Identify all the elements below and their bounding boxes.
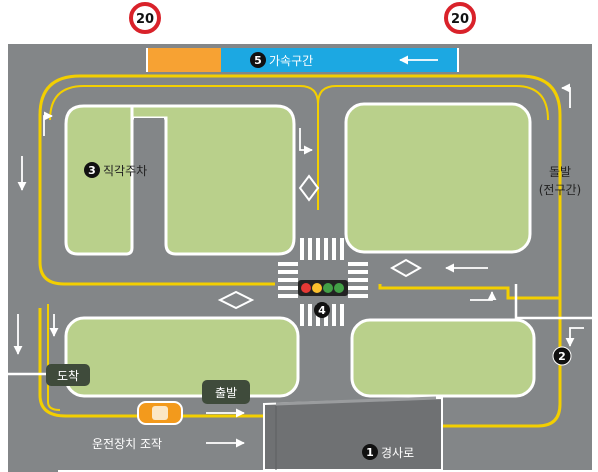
svg-text:1: 1 (366, 446, 374, 459)
arrow-turn-right-up (470, 291, 497, 301)
svg-text:20: 20 (136, 12, 154, 27)
diamond-marking-north (298, 174, 320, 202)
svg-text:2: 2 (558, 350, 566, 363)
svg-text:직각주차: 직각주차 (103, 164, 147, 178)
detour-label: 돌발 (전구간) (539, 165, 581, 197)
svg-text:돌발: 돌발 (549, 165, 571, 179)
right-boundary-line (514, 284, 592, 320)
arrow-turn-right-lower (565, 327, 584, 347)
departure-badge: 출발 (202, 380, 250, 404)
parking-slot (134, 118, 164, 238)
section-slope-label: 1 경사로 (362, 444, 414, 460)
outer-lot-corner (8, 382, 58, 472)
svg-text:20: 20 (451, 12, 469, 27)
arrow-turn-down-right (299, 128, 313, 155)
svg-text:경사로: 경사로 (381, 446, 414, 460)
arrow-turn-up-left (43, 111, 53, 136)
bottom-lane-line (38, 308, 268, 418)
section-turn-label: 2 (552, 346, 572, 366)
diamond-marking-east (389, 258, 423, 278)
acceleration-bar-start (147, 48, 221, 72)
slope-ramp-crest (275, 396, 437, 406)
svg-text:5: 5 (254, 54, 262, 67)
grass-island-top-right (344, 102, 532, 254)
svg-text:3: 3 (88, 164, 96, 177)
speed-limit-sign-right: 20 (444, 2, 476, 34)
car-icon (137, 401, 183, 425)
right-lower-lane-line (442, 298, 562, 428)
traffic-light-icon (298, 280, 348, 296)
svg-text:가속구간: 가속구간 (269, 54, 313, 68)
section-parking-label: 3 직각주차 (84, 162, 147, 178)
section-intersection-label: 4 (314, 302, 330, 318)
arrow-turn-up-right (561, 83, 571, 108)
svg-text:4: 4 (318, 304, 326, 317)
inner-lane-line (49, 85, 549, 210)
crosswalk-east (348, 262, 368, 298)
slope-ramp (263, 396, 443, 471)
grass-island-bottom-right (350, 318, 536, 398)
svg-text:(전구간): (전구간) (539, 183, 581, 197)
speed-limit-sign-left: 20 (129, 2, 161, 34)
svg-text:출발: 출발 (215, 386, 237, 400)
controls-label: 운전장치 조작 (92, 437, 162, 451)
svg-text:도착: 도착 (57, 369, 79, 383)
outer-lane-line (38, 74, 562, 300)
crosswalk-west (278, 262, 298, 298)
section-acceleration-label: 5 가속구간 (250, 52, 313, 68)
grass-island-parking (64, 104, 296, 256)
arrival-badge: 도착 (46, 364, 90, 386)
crosswalk-north (300, 238, 344, 260)
grass-island-bottom-left (64, 316, 300, 398)
diamond-marking-west (217, 290, 255, 310)
